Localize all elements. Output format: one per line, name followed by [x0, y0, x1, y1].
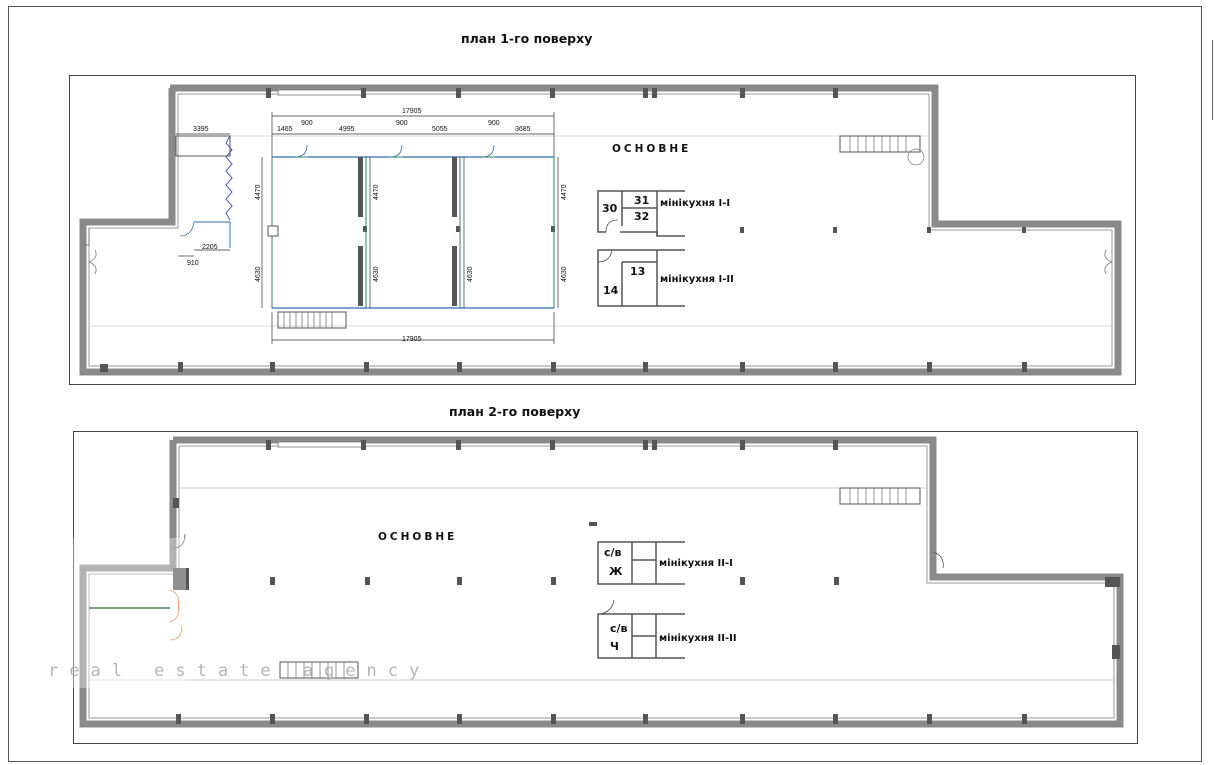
- plan2-staircase-bottom: [279, 661, 359, 679]
- plan2-drawing: ОСНОВНЕ мінікухня ІІ-І мінікухня ІІ-ІІ с…: [79, 436, 1124, 728]
- plan2-minikitchen-1-label: мінікухня ІІ-І: [659, 558, 733, 569]
- plan1-inner-wall-line: [88, 93, 1113, 367]
- plan1-window-top: [277, 89, 363, 96]
- dim-4470-b: 4470: [373, 184, 380, 200]
- plan1-partitioned-offices: [271, 156, 555, 309]
- dim-4470-c: 4470: [561, 184, 568, 200]
- plan1-main-label: ОСНОВНЕ: [612, 143, 691, 155]
- plan2-title: план 2-го поверху: [449, 404, 581, 419]
- plan2-wc-2-label: с/в: [610, 622, 628, 635]
- plan2-minikitchen-2-label: мінікухня ІІ-ІІ: [659, 633, 737, 644]
- plan2-outer-wall: [79, 436, 1124, 728]
- plan2-minikitchen-block: [597, 541, 685, 659]
- dim-4630-d: 4630: [561, 266, 568, 282]
- dim-900-a: 900: [301, 120, 313, 127]
- plan1-minikitchen-2-label: мінікухня І-ІІ: [660, 274, 734, 285]
- dim-4995: 4995: [339, 126, 355, 133]
- plan2-main-label: ОСНОВНЕ: [378, 531, 457, 543]
- dim-total-top: 17905: [402, 108, 422, 115]
- room-13: 13: [630, 265, 645, 278]
- plan2-columns: [173, 440, 1120, 724]
- watermark-text: real estate agency: [48, 661, 430, 681]
- plan2-wc-1-label: с/в: [604, 546, 622, 559]
- plan2-wc-2-letter: Ч: [610, 640, 619, 653]
- dim-2205: 2205: [202, 244, 218, 251]
- dim-3395: 3395: [193, 126, 209, 133]
- plan2-frame: [73, 431, 1138, 744]
- plan1-staircase-bottom: [277, 311, 347, 329]
- plan1-title: план 1-го поверху: [461, 31, 593, 46]
- plan1-minikitchen-1-label: мінікухня І-І: [660, 198, 730, 209]
- plan1-minikitchen-block: [597, 190, 685, 307]
- dim-4470-a: 4470: [255, 184, 262, 200]
- dim-4630-c: 4630: [467, 266, 474, 282]
- room-30: 30: [602, 202, 618, 215]
- plan1-drawing: 17905 17905 1465 900 4995 900 5055 900 3…: [79, 84, 1122, 376]
- room-31: 31: [634, 194, 649, 207]
- dim-1465: 1465: [277, 126, 293, 133]
- dim-4630-b: 4630: [373, 266, 380, 282]
- dim-900-b: 900: [396, 120, 408, 127]
- dim-3685: 3685: [515, 126, 531, 133]
- drawing-sheet-frame: [8, 6, 1202, 762]
- plan1-columns: [100, 88, 1027, 372]
- dim-900-c: 900: [488, 120, 500, 127]
- dim-910: 910: [187, 260, 199, 267]
- sheet-edge-mark: [1212, 40, 1217, 120]
- dim-total-bottom: 17905: [402, 336, 422, 343]
- plan1-frame: [69, 75, 1136, 385]
- dim-4630-a: 4630: [255, 266, 262, 282]
- watermark-logo-block: [48, 538, 186, 688]
- room-14: 14: [603, 284, 619, 297]
- plan2-wc-1-letter: Ж: [609, 565, 623, 578]
- room-32: 32: [634, 210, 649, 223]
- plan2-staircase-top: [839, 487, 921, 505]
- dim-5055: 5055: [432, 126, 448, 133]
- plan1-outer-wall: [79, 84, 1122, 376]
- plan1-staircase-top: [839, 135, 921, 153]
